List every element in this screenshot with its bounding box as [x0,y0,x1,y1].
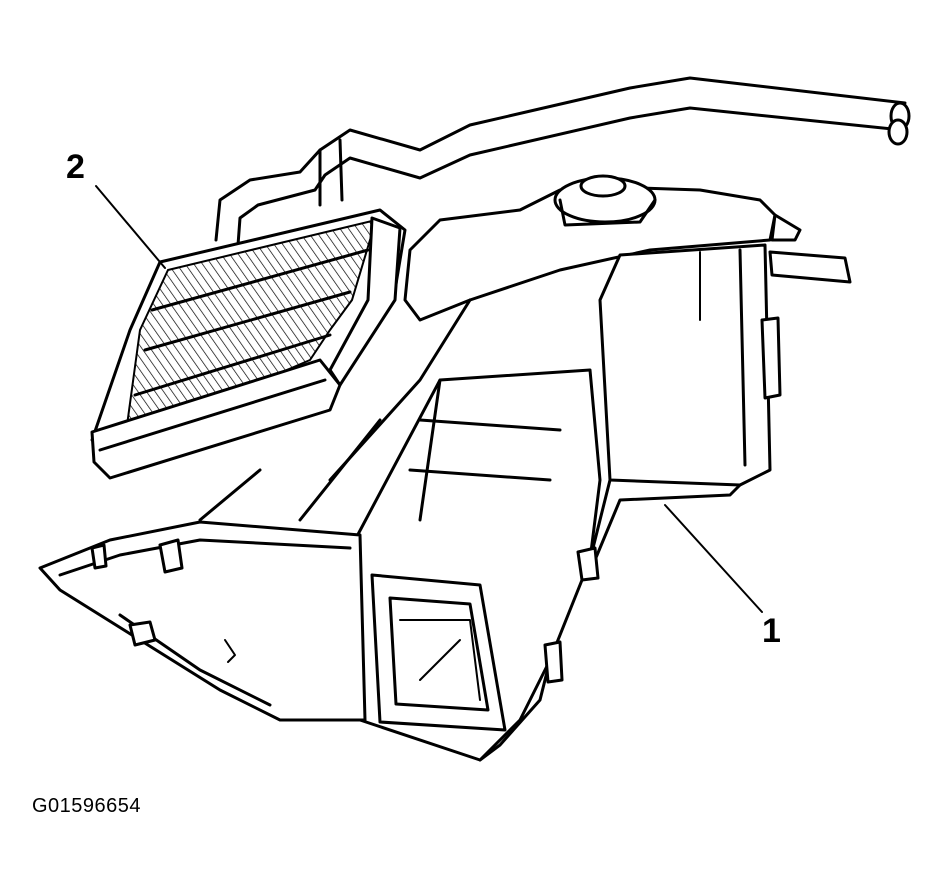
leader-line-1 [664,504,763,613]
heater-core [90,208,407,480]
callout-heater-case: 1 [762,612,781,650]
leader-lines [95,185,763,613]
figure-id: G01596654 [32,795,142,817]
heater-case [38,174,852,762]
callout-heater-core: 2 [66,148,85,186]
leader-line-2 [95,185,166,269]
heater-hoses [214,76,911,247]
